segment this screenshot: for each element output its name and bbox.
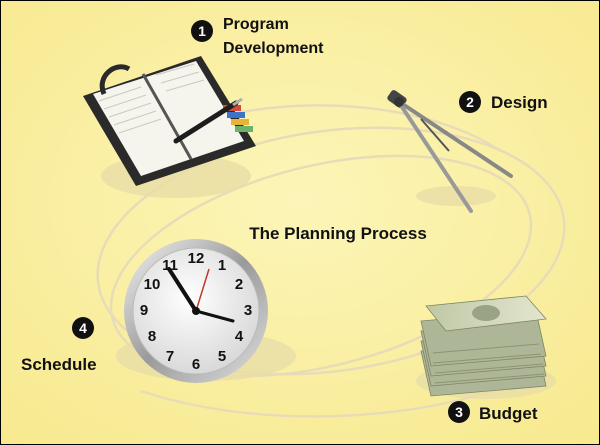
process-loop	[96, 104, 566, 418]
svg-text:8: 8	[148, 328, 156, 345]
svg-text:9: 9	[140, 302, 148, 319]
step-3-number: 3	[455, 404, 463, 420]
svg-text:2: 2	[235, 276, 243, 293]
step-1-label-line1: Program	[223, 16, 289, 33]
step-2-label: Design	[491, 93, 548, 112]
svg-text:7: 7	[166, 348, 174, 365]
svg-text:4: 4	[235, 328, 244, 345]
step-3-label: Budget	[479, 404, 538, 423]
svg-text:3: 3	[244, 302, 252, 319]
diagram-title: The Planning Process	[249, 224, 427, 243]
step-4-label: Schedule	[21, 355, 97, 374]
step-3-badge	[448, 401, 470, 423]
svg-text:11: 11	[162, 257, 178, 274]
svg-text:10: 10	[144, 276, 161, 293]
step-2-badge	[459, 91, 481, 113]
money-stack-icon	[420, 295, 547, 397]
svg-text:5: 5	[218, 348, 226, 365]
step-4: 4 Schedule	[21, 317, 97, 374]
clock-icon: 12 1 2 3 4 5 6 7 8 9 10 11	[124, 239, 268, 383]
compass-icon	[387, 90, 513, 213]
step-4-number: 4	[79, 320, 87, 336]
svg-text:12: 12	[188, 250, 205, 267]
step-1-number: 1	[198, 23, 206, 39]
step-3: 3 Budget	[448, 401, 538, 423]
step-1-badge	[191, 20, 213, 42]
step-2: 2 Design	[459, 91, 548, 113]
step-1-label-line2: Development	[223, 40, 324, 57]
step-4-badge	[72, 317, 94, 339]
planner-icon	[83, 56, 256, 186]
step-2-number: 2	[466, 94, 474, 110]
step-1: 1 Program Development	[191, 16, 324, 57]
svg-text:6: 6	[192, 356, 200, 373]
svg-text:1: 1	[218, 257, 226, 274]
